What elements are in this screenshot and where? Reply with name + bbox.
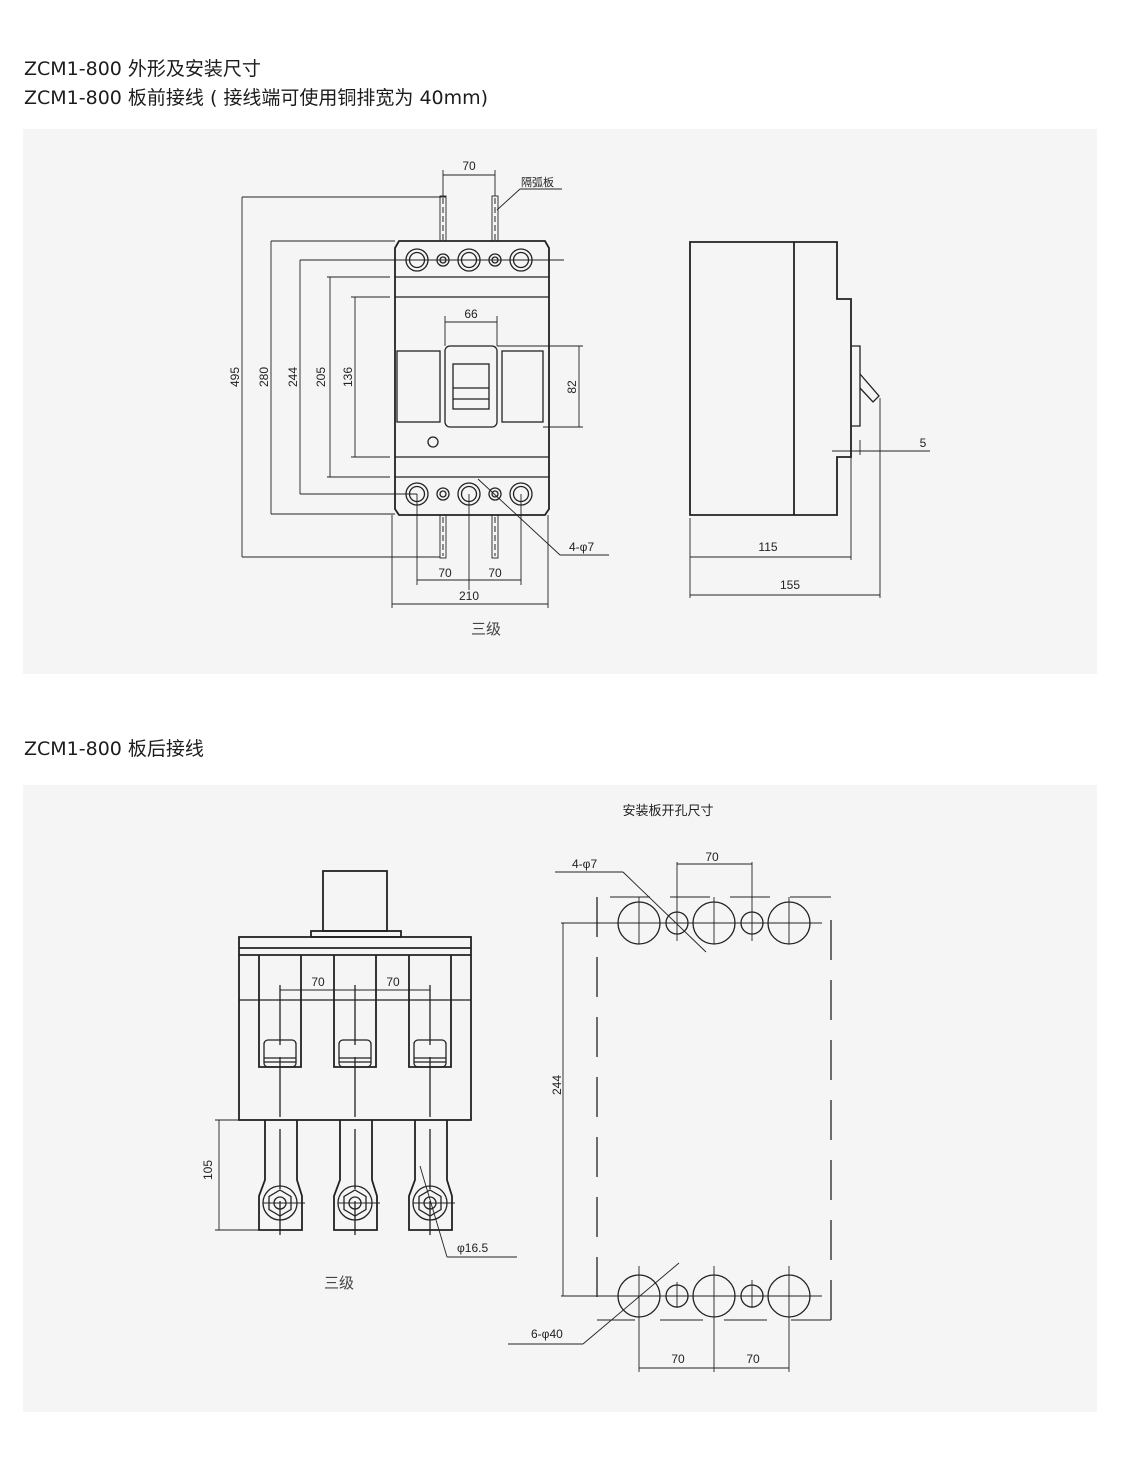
dim-terminal-length: 105 xyxy=(201,1160,215,1180)
front-wiring-panel: 4-φ7 70 隔弧板 66 82 495 280 244 xyxy=(23,129,1097,674)
front-view: 4-φ7 70 隔弧板 66 82 495 280 244 xyxy=(228,159,609,638)
dim-bottom-pitch-right: 70 xyxy=(488,566,502,580)
dim-rear-pitch-right: 70 xyxy=(386,975,400,989)
front-wiring-drawing: 4-φ7 70 隔弧板 66 82 495 280 244 xyxy=(228,159,930,638)
dim-width: 210 xyxy=(459,589,479,603)
side-handle-base xyxy=(851,345,861,427)
right-window xyxy=(501,350,544,423)
top-holes xyxy=(561,862,822,945)
dim-body-height: 280 xyxy=(257,367,271,387)
side-handle-lever xyxy=(859,373,880,403)
dim-cutout-vertical: 244 xyxy=(550,1075,564,1095)
label-arc-barrier: 隔弧板 xyxy=(521,175,554,189)
dim-top-pitch: 70 xyxy=(462,159,476,173)
dim-handle-height: 82 xyxy=(565,380,579,394)
dim-handle-offset: 5 xyxy=(920,436,927,450)
indicator-hole xyxy=(427,436,439,448)
rear-wiring-panel: 70 70 φ16.5 105 三级 安装板开孔尺寸 xyxy=(23,785,1097,1412)
dim-handle-width: 66 xyxy=(464,307,478,321)
rear-body-outline xyxy=(238,936,472,1121)
dim-cutout-bottom-pitch-left: 70 xyxy=(671,1352,685,1366)
arc-barriers xyxy=(439,195,499,559)
label-stud-diameter: φ16.5 xyxy=(457,1241,488,1255)
panel-cutout: 安装板开孔尺寸 70 4-φ7 70 70 6-φ40 xyxy=(508,803,832,1372)
cutout-title: 安装板开孔尺寸 xyxy=(622,803,713,818)
label-mount-holes: 4-φ7 xyxy=(569,540,594,554)
breaker-body-outline xyxy=(394,240,550,516)
dim-cutout-top-pitch: 70 xyxy=(705,850,719,864)
rear-terminals xyxy=(258,1120,455,1231)
left-window xyxy=(396,350,441,423)
dim-window-height: 136 xyxy=(341,367,355,387)
rear-handle-block xyxy=(322,870,388,932)
dim-overall-height: 495 xyxy=(228,367,242,387)
dim-mount-pitch: 244 xyxy=(286,367,300,387)
section-title-rear-wiring: ZCM1-800 板后接线 xyxy=(24,738,204,760)
front-view-caption: 三级 xyxy=(471,621,501,638)
dim-depth-body: 115 xyxy=(758,540,777,554)
rear-wiring-drawing: 70 70 φ16.5 105 三级 安装板开孔尺寸 xyxy=(201,803,832,1372)
label-cutout-mount-holes: 4-φ7 xyxy=(572,857,597,871)
dim-bottom-pitch-left: 70 xyxy=(438,566,452,580)
side-body-outline xyxy=(689,241,852,516)
section-title-dimensions: ZCM1-800 外形及安装尺寸 xyxy=(24,58,261,80)
dim-rear-pitch-left: 70 xyxy=(311,975,325,989)
dim-cutout-bottom-pitch-right: 70 xyxy=(746,1352,760,1366)
side-view: 5 115 155 xyxy=(689,241,930,598)
bottom-holes xyxy=(561,1266,822,1372)
rear-view-caption: 三级 xyxy=(324,1275,354,1292)
dim-cover-height: 205 xyxy=(314,367,328,387)
handle-frame xyxy=(444,345,498,428)
rear-view: 70 70 φ16.5 105 三级 xyxy=(201,870,517,1292)
dim-depth-total: 155 xyxy=(780,578,800,592)
section-title-front-wiring: ZCM1-800 板前接线 ( 接线端可使用铜排宽为 40mm) xyxy=(24,87,489,109)
handle xyxy=(452,363,490,410)
label-cutout-terminal-holes: 6-φ40 xyxy=(531,1327,563,1341)
